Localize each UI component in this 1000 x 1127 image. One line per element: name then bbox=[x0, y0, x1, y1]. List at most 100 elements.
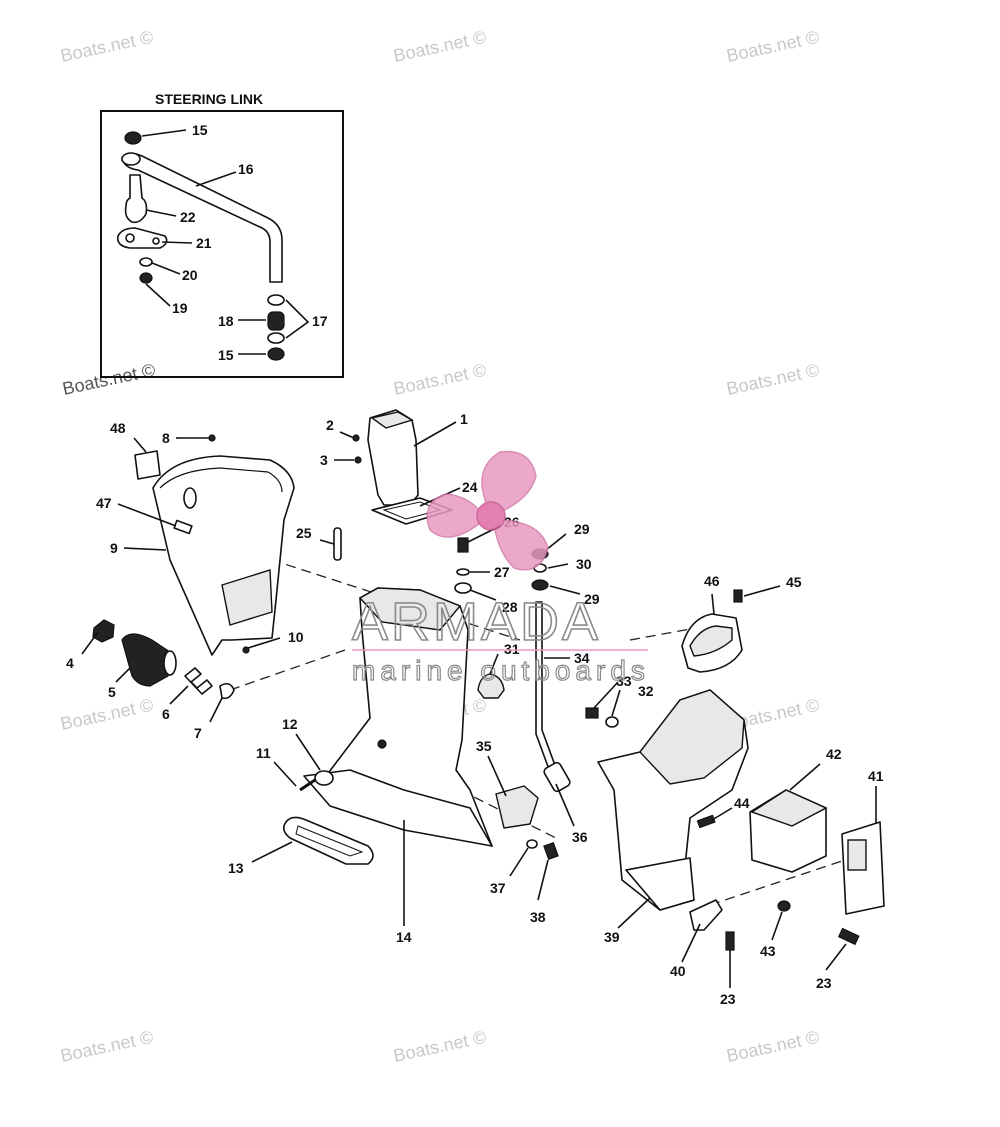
watermark: Boats.net © bbox=[59, 1027, 155, 1066]
ball-stud-icon bbox=[124, 174, 148, 224]
callout-9: 9 bbox=[110, 540, 118, 556]
washer-icon bbox=[267, 294, 285, 306]
callout-15: 15 bbox=[192, 122, 208, 138]
washer-icon bbox=[456, 568, 470, 576]
callout-24: 24 bbox=[462, 479, 478, 495]
screw-icon bbox=[242, 646, 250, 654]
callout-29: 29 bbox=[574, 521, 590, 537]
cowl-slot bbox=[173, 519, 193, 535]
callout-46: 46 bbox=[704, 573, 720, 589]
callout-44: 44 bbox=[734, 795, 750, 811]
callout-23: 23 bbox=[816, 975, 832, 991]
callout-1: 1 bbox=[460, 411, 468, 427]
callout-20: 20 bbox=[182, 267, 198, 283]
watermark: Boats.net © bbox=[725, 360, 821, 399]
callout-23: 23 bbox=[720, 991, 736, 1007]
callout-6: 6 bbox=[162, 706, 170, 722]
callout-5: 5 bbox=[108, 684, 116, 700]
bolt-icon bbox=[725, 931, 735, 951]
washer-icon bbox=[454, 582, 472, 594]
watermark: Boats.net © bbox=[392, 27, 488, 66]
washer-icon bbox=[267, 332, 285, 344]
watermark: Boats.net © bbox=[61, 360, 157, 399]
callout-27: 27 bbox=[494, 564, 510, 580]
callout-3: 3 bbox=[320, 452, 328, 468]
callout-17: 17 bbox=[312, 313, 328, 329]
callout-43: 43 bbox=[760, 943, 776, 959]
screw-icon bbox=[543, 841, 559, 861]
bracket-foot bbox=[625, 857, 695, 911]
bracket-hole bbox=[152, 237, 160, 245]
callout-42: 42 bbox=[826, 746, 842, 762]
callout-36: 36 bbox=[572, 829, 588, 845]
callout-16: 16 bbox=[238, 161, 254, 177]
nut-icon bbox=[92, 619, 115, 643]
bushing-icon bbox=[267, 311, 285, 331]
watermark: Boats.net © bbox=[392, 1027, 488, 1066]
brand-name: ARMADA bbox=[352, 592, 601, 652]
brand-watermark: ARMADA marine outboards bbox=[351, 450, 650, 687]
callout-28: 28 bbox=[502, 599, 518, 615]
callout-33: 33 bbox=[616, 673, 632, 689]
nut-icon bbox=[531, 579, 549, 591]
inset-frame bbox=[100, 110, 344, 378]
callout-31: 31 bbox=[504, 641, 520, 657]
upper-cowl bbox=[152, 455, 295, 656]
callout-2: 2 bbox=[326, 417, 334, 433]
screw-icon bbox=[208, 434, 216, 442]
callout-7: 7 bbox=[194, 725, 202, 741]
callout-47: 47 bbox=[96, 495, 112, 511]
screw-icon bbox=[354, 456, 362, 464]
seal-ring-inner bbox=[295, 825, 364, 857]
locknut-icon bbox=[124, 131, 142, 145]
propeller-logo-icon bbox=[426, 450, 549, 571]
bracket-hole bbox=[125, 233, 135, 243]
bolt-icon bbox=[837, 927, 860, 946]
bracket-plate-icon bbox=[116, 227, 168, 249]
callout-22: 22 bbox=[180, 209, 196, 225]
spring-icon bbox=[184, 667, 213, 695]
watermark: Boats.net © bbox=[392, 360, 488, 399]
housing-antiventilation-plate bbox=[303, 769, 493, 847]
washer-icon bbox=[314, 770, 334, 786]
housing-top-flange bbox=[358, 587, 462, 631]
callout-35: 35 bbox=[476, 738, 492, 754]
clip-icon bbox=[219, 682, 235, 700]
link-eye bbox=[121, 152, 141, 166]
cover-plate-icon bbox=[495, 785, 539, 829]
grommet-icon bbox=[183, 487, 197, 509]
shift-coupler bbox=[543, 761, 571, 793]
watermark: Boats.net © bbox=[59, 27, 155, 66]
washer-icon bbox=[526, 839, 538, 849]
decal-icon bbox=[134, 450, 161, 480]
exploded-view: 1 2 3 48 8 24 47 26 29 25 9 30 27 46 45 … bbox=[66, 409, 885, 1007]
steering-link-inset: STEERING LINK 15 16 22 21 20 bbox=[100, 91, 344, 378]
top-cover-recess bbox=[689, 625, 733, 657]
callout-10: 10 bbox=[288, 629, 304, 645]
callout-29: 29 bbox=[584, 591, 600, 607]
callout-11: 11 bbox=[256, 745, 271, 761]
screw-icon bbox=[733, 589, 743, 603]
locknut-icon bbox=[267, 347, 285, 361]
mount-plate-slot bbox=[847, 839, 867, 871]
bolt-icon bbox=[457, 537, 469, 553]
grommet-icon bbox=[477, 673, 505, 699]
callout-39: 39 bbox=[604, 929, 620, 945]
callout-15: 15 bbox=[218, 347, 234, 363]
housing-bolt-hole bbox=[377, 739, 387, 749]
exhaust-tube-top bbox=[370, 411, 414, 429]
callout-25: 25 bbox=[296, 525, 312, 541]
callout-34: 34 bbox=[574, 650, 590, 666]
callout-18: 18 bbox=[218, 313, 234, 329]
callout-45: 45 bbox=[786, 574, 802, 590]
callout-14: 14 bbox=[396, 929, 412, 945]
brand-tagline: marine outboards bbox=[352, 655, 650, 686]
watermark: Boats.net © bbox=[725, 1027, 821, 1066]
screw-icon bbox=[585, 707, 599, 719]
nut-icon bbox=[777, 900, 791, 912]
seal-ring-icon bbox=[282, 816, 374, 865]
callout-21: 21 bbox=[196, 235, 212, 251]
callout-4: 4 bbox=[66, 655, 74, 671]
callout-41: 41 bbox=[868, 768, 884, 784]
